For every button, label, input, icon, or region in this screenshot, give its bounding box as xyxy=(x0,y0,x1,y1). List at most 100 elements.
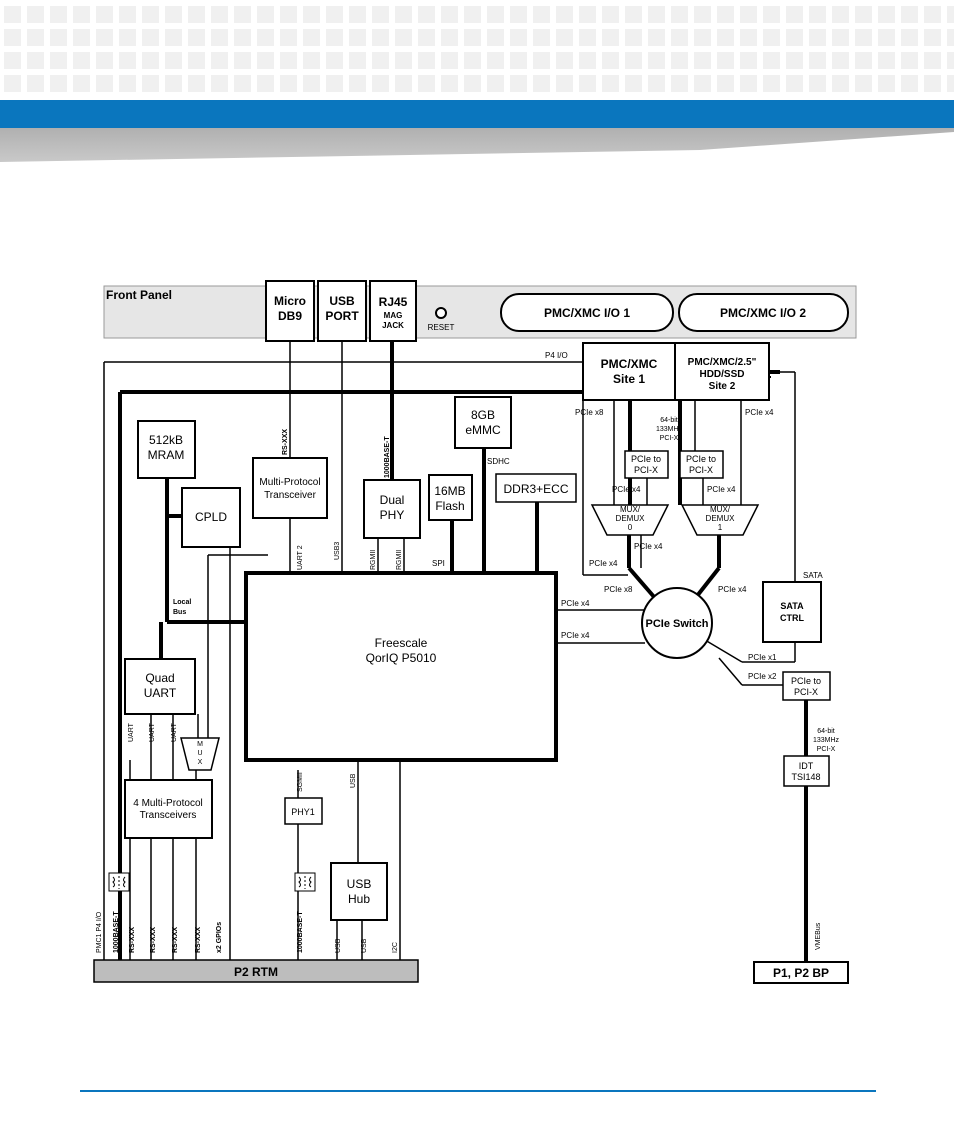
header-dot xyxy=(234,29,251,46)
svg-text:4 Multi-Protocol: 4 Multi-Protocol xyxy=(133,798,202,809)
label-pmc1-p4-io: PMC1 P4 I/O xyxy=(96,911,103,953)
label-rs-xxx-3: RS-XXX xyxy=(172,927,179,953)
header-dot xyxy=(947,6,954,23)
svg-text:Freescale: Freescale xyxy=(375,636,428,650)
header-dot xyxy=(349,52,366,69)
header-dot xyxy=(533,6,550,23)
mux-demux-1: MUX/ DEMUX 1 xyxy=(680,504,760,536)
four-multi-protocol-transceivers: 4 Multi-Protocol Transceivers xyxy=(124,779,213,839)
label-i2c: I2C xyxy=(392,942,399,953)
svg-text:512kB: 512kB xyxy=(149,433,183,447)
header-dot xyxy=(27,75,44,92)
label-pcie-x2: PCIe x2 xyxy=(748,672,777,681)
svg-text:QorIQ P5010: QorIQ P5010 xyxy=(366,651,437,665)
header-dot xyxy=(901,52,918,69)
magnetics-icon xyxy=(108,872,130,892)
label-pcie-x4-left: PCIe x4 xyxy=(589,559,618,568)
header-dot xyxy=(50,29,67,46)
header-dot xyxy=(717,52,734,69)
header-dot xyxy=(717,29,734,46)
label-rgmii-1: RGMII xyxy=(370,550,377,570)
header-blue-bar xyxy=(0,100,954,128)
svg-text:PMC/XMC I/O 2: PMC/XMC I/O 2 xyxy=(720,306,806,320)
header-dot xyxy=(464,52,481,69)
label-pcix-64bit-b: 64-bit xyxy=(817,728,835,735)
svg-text:PCIe Switch: PCIe Switch xyxy=(646,618,709,630)
header-dot xyxy=(27,52,44,69)
label-usb-cpu: USB xyxy=(350,773,357,788)
header-dot xyxy=(395,52,412,69)
p1-p2-bp-connector: P1, P2 BP xyxy=(753,961,849,984)
header-dot xyxy=(96,29,113,46)
header-dot xyxy=(165,6,182,23)
label-gbe-top: 1000BASE-T xyxy=(384,436,391,478)
svg-text:Transceivers: Transceivers xyxy=(140,810,197,821)
header-dot xyxy=(763,75,780,92)
header-dot xyxy=(510,29,527,46)
header-dot xyxy=(763,29,780,46)
header-dot xyxy=(740,29,757,46)
header-dot xyxy=(602,75,619,92)
header-dot xyxy=(257,6,274,23)
header-dot xyxy=(188,52,205,69)
signal-labels-vertical: RS-XXX 1000BASE-T RGMII RGMII USB3 UART … xyxy=(96,429,822,953)
header-dot xyxy=(947,52,954,69)
header-dot xyxy=(648,75,665,92)
header-dot xyxy=(487,75,504,92)
svg-text:133MHz: 133MHz xyxy=(656,426,683,433)
header-dot xyxy=(257,75,274,92)
mux-small: M U X xyxy=(180,737,220,771)
label-uart-2: UART xyxy=(149,722,156,742)
svg-text:PMC/XMC I/O 1: PMC/XMC I/O 1 xyxy=(544,306,630,320)
header-dot xyxy=(878,75,895,92)
header-dot xyxy=(211,29,228,46)
pmc-xmc-site-1: PMC/XMC Site 1 xyxy=(582,342,676,401)
multi-protocol-transceiver: Multi-Protocol Transceiver xyxy=(252,457,328,519)
svg-text:MRAM: MRAM xyxy=(148,448,185,462)
label-sgmii: SGMII xyxy=(297,772,304,792)
pmc-xmc-io-2: PMC/XMC I/O 2 xyxy=(678,293,849,332)
header-dot xyxy=(625,6,642,23)
header-dot xyxy=(73,52,90,69)
svg-text:CPLD: CPLD xyxy=(195,510,227,524)
header-dot xyxy=(303,75,320,92)
header-dot xyxy=(418,75,435,92)
cpld-block: CPLD xyxy=(181,487,241,548)
svg-text:IDT: IDT xyxy=(799,761,814,771)
header-dot xyxy=(671,52,688,69)
header-dot xyxy=(602,29,619,46)
header-dot xyxy=(786,75,803,92)
footer-rule xyxy=(80,1090,876,1092)
header-dot xyxy=(188,75,205,92)
svg-text:Multi-Protocol: Multi-Protocol xyxy=(259,477,320,488)
svg-text:Site 1: Site 1 xyxy=(613,372,645,386)
header-dot xyxy=(211,52,228,69)
svg-text:MAG: MAG xyxy=(384,311,403,320)
header-dot xyxy=(740,75,757,92)
header-dot xyxy=(855,52,872,69)
svg-text:PCI-X: PCI-X xyxy=(660,435,679,442)
svg-text:PCI-X: PCI-X xyxy=(794,687,818,697)
header-dot xyxy=(947,29,954,46)
header-dot xyxy=(901,75,918,92)
idt-tsi148-block: IDT TSI148 xyxy=(783,755,830,787)
svg-text:PORT: PORT xyxy=(325,309,359,323)
header-dot xyxy=(809,52,826,69)
svg-text:Dual: Dual xyxy=(380,493,405,507)
header-dot xyxy=(740,52,757,69)
header-dot xyxy=(556,29,573,46)
svg-text:PHY: PHY xyxy=(380,508,405,522)
header-dot xyxy=(924,6,941,23)
dual-phy-block: Dual PHY xyxy=(363,479,421,539)
header-dot xyxy=(395,6,412,23)
header-dot xyxy=(809,6,826,23)
label-x2-gpios: x2 GPIOs xyxy=(216,922,223,953)
svg-text:0: 0 xyxy=(628,523,633,532)
label-usb3: USB3 xyxy=(334,542,341,560)
header-dot xyxy=(119,29,136,46)
signal-labels: P4 I/O SDHC SPI Local Bus PCIe x8 PCIe x… xyxy=(173,351,840,753)
header-dot xyxy=(418,6,435,23)
header-dot xyxy=(648,52,665,69)
svg-text:Flash: Flash xyxy=(435,499,464,513)
